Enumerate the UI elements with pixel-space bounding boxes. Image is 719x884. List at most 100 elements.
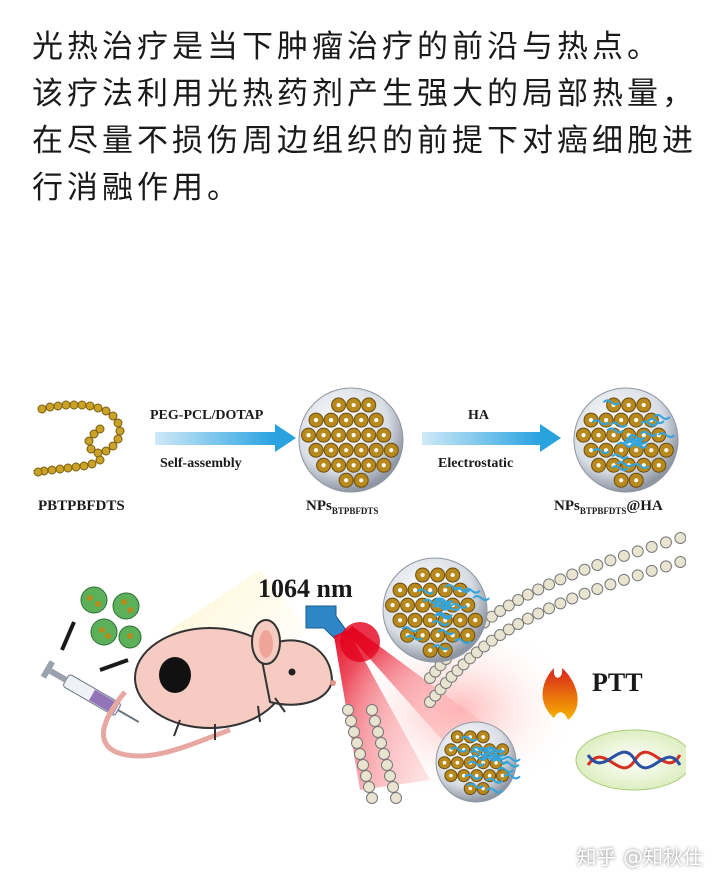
core-bead-center-icon: [306, 433, 310, 437]
polymer-chain-icon: [34, 401, 124, 476]
lipid-head-icon: [373, 727, 384, 738]
lipid-head-icon: [361, 771, 372, 782]
core-bead-center-icon: [367, 403, 371, 407]
core-bead-center-icon: [359, 478, 363, 482]
lipid-head-icon: [513, 619, 524, 630]
core-bead-center-icon: [634, 418, 638, 422]
lipid-head-icon: [660, 561, 671, 572]
lipid-head-icon: [513, 595, 524, 606]
lipid-head-icon: [660, 537, 671, 548]
core-bead-center-icon: [329, 448, 333, 452]
lipid-head-icon: [522, 613, 533, 624]
core-bead-center-icon: [596, 433, 600, 437]
core-bead-center-icon: [634, 448, 638, 452]
core-bead-center-icon: [436, 573, 440, 577]
schematic-graphics: [30, 380, 686, 808]
core-bead-center-icon: [612, 433, 616, 437]
core-bead-center-icon: [428, 648, 432, 652]
lipid-head-icon: [364, 782, 375, 793]
step1-bottom-label: Self-assembly: [160, 456, 242, 472]
lipid-head-icon: [346, 716, 357, 727]
lipid-head-icon: [367, 793, 378, 804]
core-bead-center-icon: [352, 463, 356, 467]
core-bead-center-icon: [664, 448, 668, 452]
core-bead-center-icon: [314, 448, 318, 452]
arrow-1-icon: [155, 424, 296, 452]
lipid-head-icon: [618, 574, 629, 585]
lipid-head-icon: [567, 593, 578, 604]
lipid-head-icon: [533, 584, 544, 595]
watermark: 知乎 @知秋仕: [577, 841, 703, 870]
core-bead-center-icon: [421, 633, 425, 637]
core-bead-center-icon: [619, 448, 623, 452]
core-bead-center-icon: [475, 774, 479, 778]
lipid-head-icon: [391, 793, 402, 804]
core-bead-center-icon: [449, 774, 453, 778]
lipid-head-icon: [646, 565, 657, 576]
polymer-label: PBTPBFDTS: [38, 498, 125, 515]
core-bead-center-icon: [436, 633, 440, 637]
core-bead-center-icon: [649, 448, 653, 452]
core-bead-center-icon: [389, 448, 393, 452]
core-bead-center-icon: [337, 463, 341, 467]
lipid-head-icon: [592, 584, 603, 595]
syringe-icon: [41, 660, 144, 730]
lipid-head-icon: [352, 738, 363, 749]
core-bead-center-icon: [344, 448, 348, 452]
step2-top-label: HA: [468, 408, 489, 424]
core-bead-center-icon: [421, 573, 425, 577]
core-bead-center-icon: [456, 735, 460, 739]
core-bead-center-icon: [619, 478, 623, 482]
core-bead-center-icon: [428, 618, 432, 622]
lipid-head-icon: [382, 760, 393, 771]
core-bead-center-icon: [451, 573, 455, 577]
core-bead-center-icon: [468, 787, 472, 791]
lipid-head-icon: [579, 588, 590, 599]
injected-nanoparticles-icon: [81, 587, 141, 648]
core-bead-center-icon: [405, 603, 409, 607]
core-bead-center-icon: [398, 588, 402, 592]
lipid-head-icon: [675, 557, 686, 568]
arrow-2-icon: [422, 424, 561, 452]
core-bead-center-icon: [458, 618, 462, 622]
core-bead-center-icon: [443, 761, 447, 765]
lipid-head-icon: [675, 533, 686, 544]
core-bead-center-icon: [596, 463, 600, 467]
dna-icon: [576, 730, 686, 790]
intro-line-2: 该疗法利用光热药剂产生强大的局部热量，在尽量不损伤周边组织的前提下对癌细胞进行消…: [32, 71, 702, 212]
lipid-head-icon: [555, 574, 566, 585]
core-bead-center-icon: [344, 478, 348, 482]
core-bead-center-icon: [374, 448, 378, 452]
laser-wavelength-label: 1064 nm: [258, 574, 353, 604]
core-bead-center-icon: [466, 633, 470, 637]
lipid-head-icon: [544, 579, 555, 590]
lipid-head-icon: [358, 760, 369, 771]
core-bead-center-icon: [421, 603, 425, 607]
lipid-head-icon: [632, 570, 643, 581]
core-bead-center-icon: [367, 433, 371, 437]
lipid-head-icon: [533, 608, 544, 619]
core-bead-center-icon: [314, 418, 318, 422]
lipid-head-icon: [579, 564, 590, 575]
core-bead-center-icon: [642, 403, 646, 407]
lipid-head-icon: [370, 716, 381, 727]
np-ha-label-sub: BTPBFDTS: [580, 506, 627, 516]
np-ha-label-main: NPs: [554, 498, 580, 514]
core-bead-center-icon: [398, 618, 402, 622]
lipid-head-icon: [522, 589, 533, 600]
intro-line-1: 光热治疗是当下肿瘤治疗的前沿与热点。: [32, 24, 702, 71]
core-bead-center-icon: [413, 618, 417, 622]
lipid-head-icon: [349, 727, 360, 738]
core-bead-center-icon: [619, 418, 623, 422]
core-bead-center-icon: [367, 463, 371, 467]
core-bead-center-icon: [337, 403, 341, 407]
step2-bottom-label: Electrostatic: [438, 456, 513, 472]
core-bead-center-icon: [352, 433, 356, 437]
core-bead-center-icon: [634, 478, 638, 482]
lipid-head-icon: [376, 738, 387, 749]
core-bead-center-icon: [382, 463, 386, 467]
core-bead-center-icon: [390, 603, 394, 607]
bracket-left-icon: [62, 622, 74, 650]
np-ha-label-suffix: @HA: [626, 498, 662, 514]
lipid-head-icon: [605, 579, 616, 590]
